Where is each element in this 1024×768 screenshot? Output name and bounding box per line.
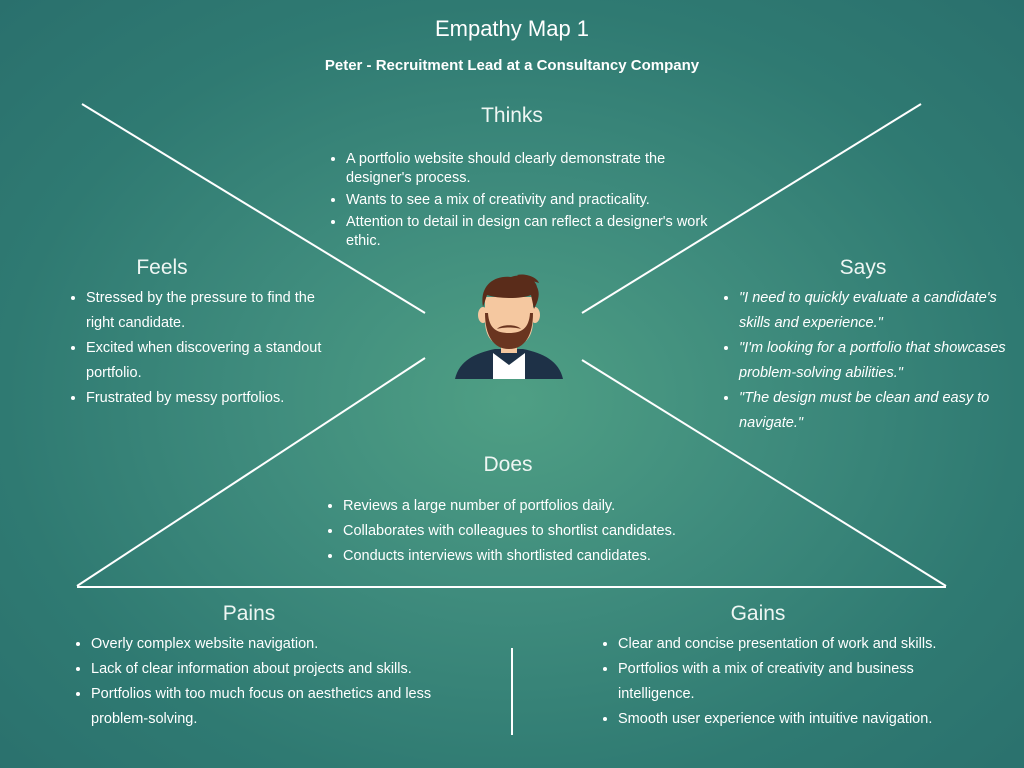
divider-line-bottom-right [581,359,947,587]
divider-line-top-left [81,103,426,314]
pains-item: Overly complex website navigation. [91,632,461,657]
thinks-heading: Thinks [481,104,543,127]
says-list: "I need to quickly evaluate a candidate'… [721,286,1024,436]
thinks-item: A portfolio website should clearly demon… [346,150,718,188]
persona-subtitle: Peter - Recruitment Lead at a Consultanc… [324,57,700,74]
thinks-list: A portfolio website should clearly demon… [328,150,718,254]
does-heading: Does [483,453,533,476]
divider-line-bottom-left [76,357,426,587]
gains-heading: Gains [730,602,786,625]
does-item: Conducts interviews with shortlisted can… [343,544,743,569]
feels-item: Frustrated by messy portfolios. [86,386,336,411]
gains-item: Clear and concise presentation of work a… [618,632,990,657]
says-item: "I need to quickly evaluate a candidate'… [739,286,1024,336]
feels-heading: Feels [136,256,188,279]
thinks-item: Attention to detail in design can reflec… [346,213,718,251]
pains-heading: Pains [222,602,276,625]
gains-list: Clear and concise presentation of work a… [600,632,990,732]
feels-list: Stressed by the pressure to find the rig… [68,286,336,411]
man-with-beard-avatar-icon [455,274,563,379]
pains-list: Overly complex website navigation. Lack … [73,632,461,732]
gains-item: Portfolios with a mix of creativity and … [618,657,990,707]
says-item: "The design must be clean and easy to na… [739,386,1024,436]
gains-item: Smooth user experience with intuitive na… [618,707,990,732]
divider-line-top-right [581,103,922,314]
pains-item: Portfolios with too much focus on aesthe… [91,682,461,732]
pains-item: Lack of clear information about projects… [91,657,461,682]
thinks-item: Wants to see a mix of creativity and pra… [346,191,718,210]
says-heading: Says [839,256,887,279]
does-item: Reviews a large number of portfolios dai… [343,494,743,519]
does-list: Reviews a large number of portfolios dai… [325,494,743,569]
feels-item: Excited when discovering a standout port… [86,336,336,386]
does-item: Collaborates with colleagues to shortlis… [343,519,743,544]
page-title: Empathy Map 1 [434,16,590,41]
feels-item: Stressed by the pressure to find the rig… [86,286,336,336]
says-item: "I'm looking for a portfolio that showca… [739,336,1024,386]
